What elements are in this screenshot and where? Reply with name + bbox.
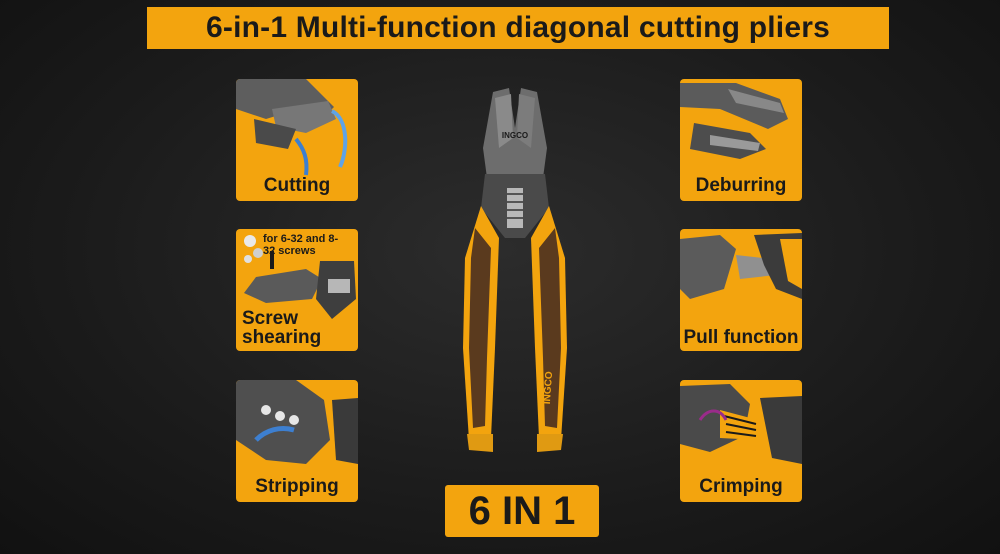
badge-text: 6 IN 1 — [468, 488, 576, 533]
feature-card-deburring: Deburring — [680, 79, 802, 201]
feature-card-pull-function: Pull function — [680, 229, 802, 351]
feature-card-screw-shearing: for 6-32 and 8-32 screws Screw shearing — [236, 229, 358, 351]
feature-label: Screw shearing — [242, 308, 322, 348]
cutting-icon — [236, 79, 348, 176]
screw-shearing-icon — [244, 235, 356, 319]
feature-card-stripping: Stripping — [236, 380, 358, 502]
feature-label: Deburring — [695, 175, 787, 196]
crimping-icon — [680, 384, 802, 464]
feature-label: Cutting — [263, 175, 331, 196]
brand-mark-handle: INGCO — [542, 371, 555, 405]
brand-mark-head: INGCO — [502, 131, 528, 140]
stripping-icon — [236, 380, 358, 464]
pull-function-icon — [680, 233, 802, 299]
feature-label: Pull function — [683, 327, 799, 348]
feature-label: Crimping — [699, 476, 783, 497]
feature-label: Stripping — [255, 476, 339, 497]
screw-size-note: for 6-32 and 8-32 screws — [263, 233, 339, 257]
feature-card-cutting: Cutting — [236, 79, 358, 201]
deburring-icon — [680, 83, 788, 159]
page-title: 6-in-1 Multi-function diagonal cutting p… — [206, 11, 830, 44]
title-banner: 6-in-1 Multi-function diagonal cutting p… — [147, 7, 889, 49]
feature-card-crimping: Crimping — [680, 380, 802, 502]
pliers-icon: INGCO INGCO — [463, 88, 567, 452]
six-in-one-badge: 6 IN 1 — [445, 485, 599, 537]
